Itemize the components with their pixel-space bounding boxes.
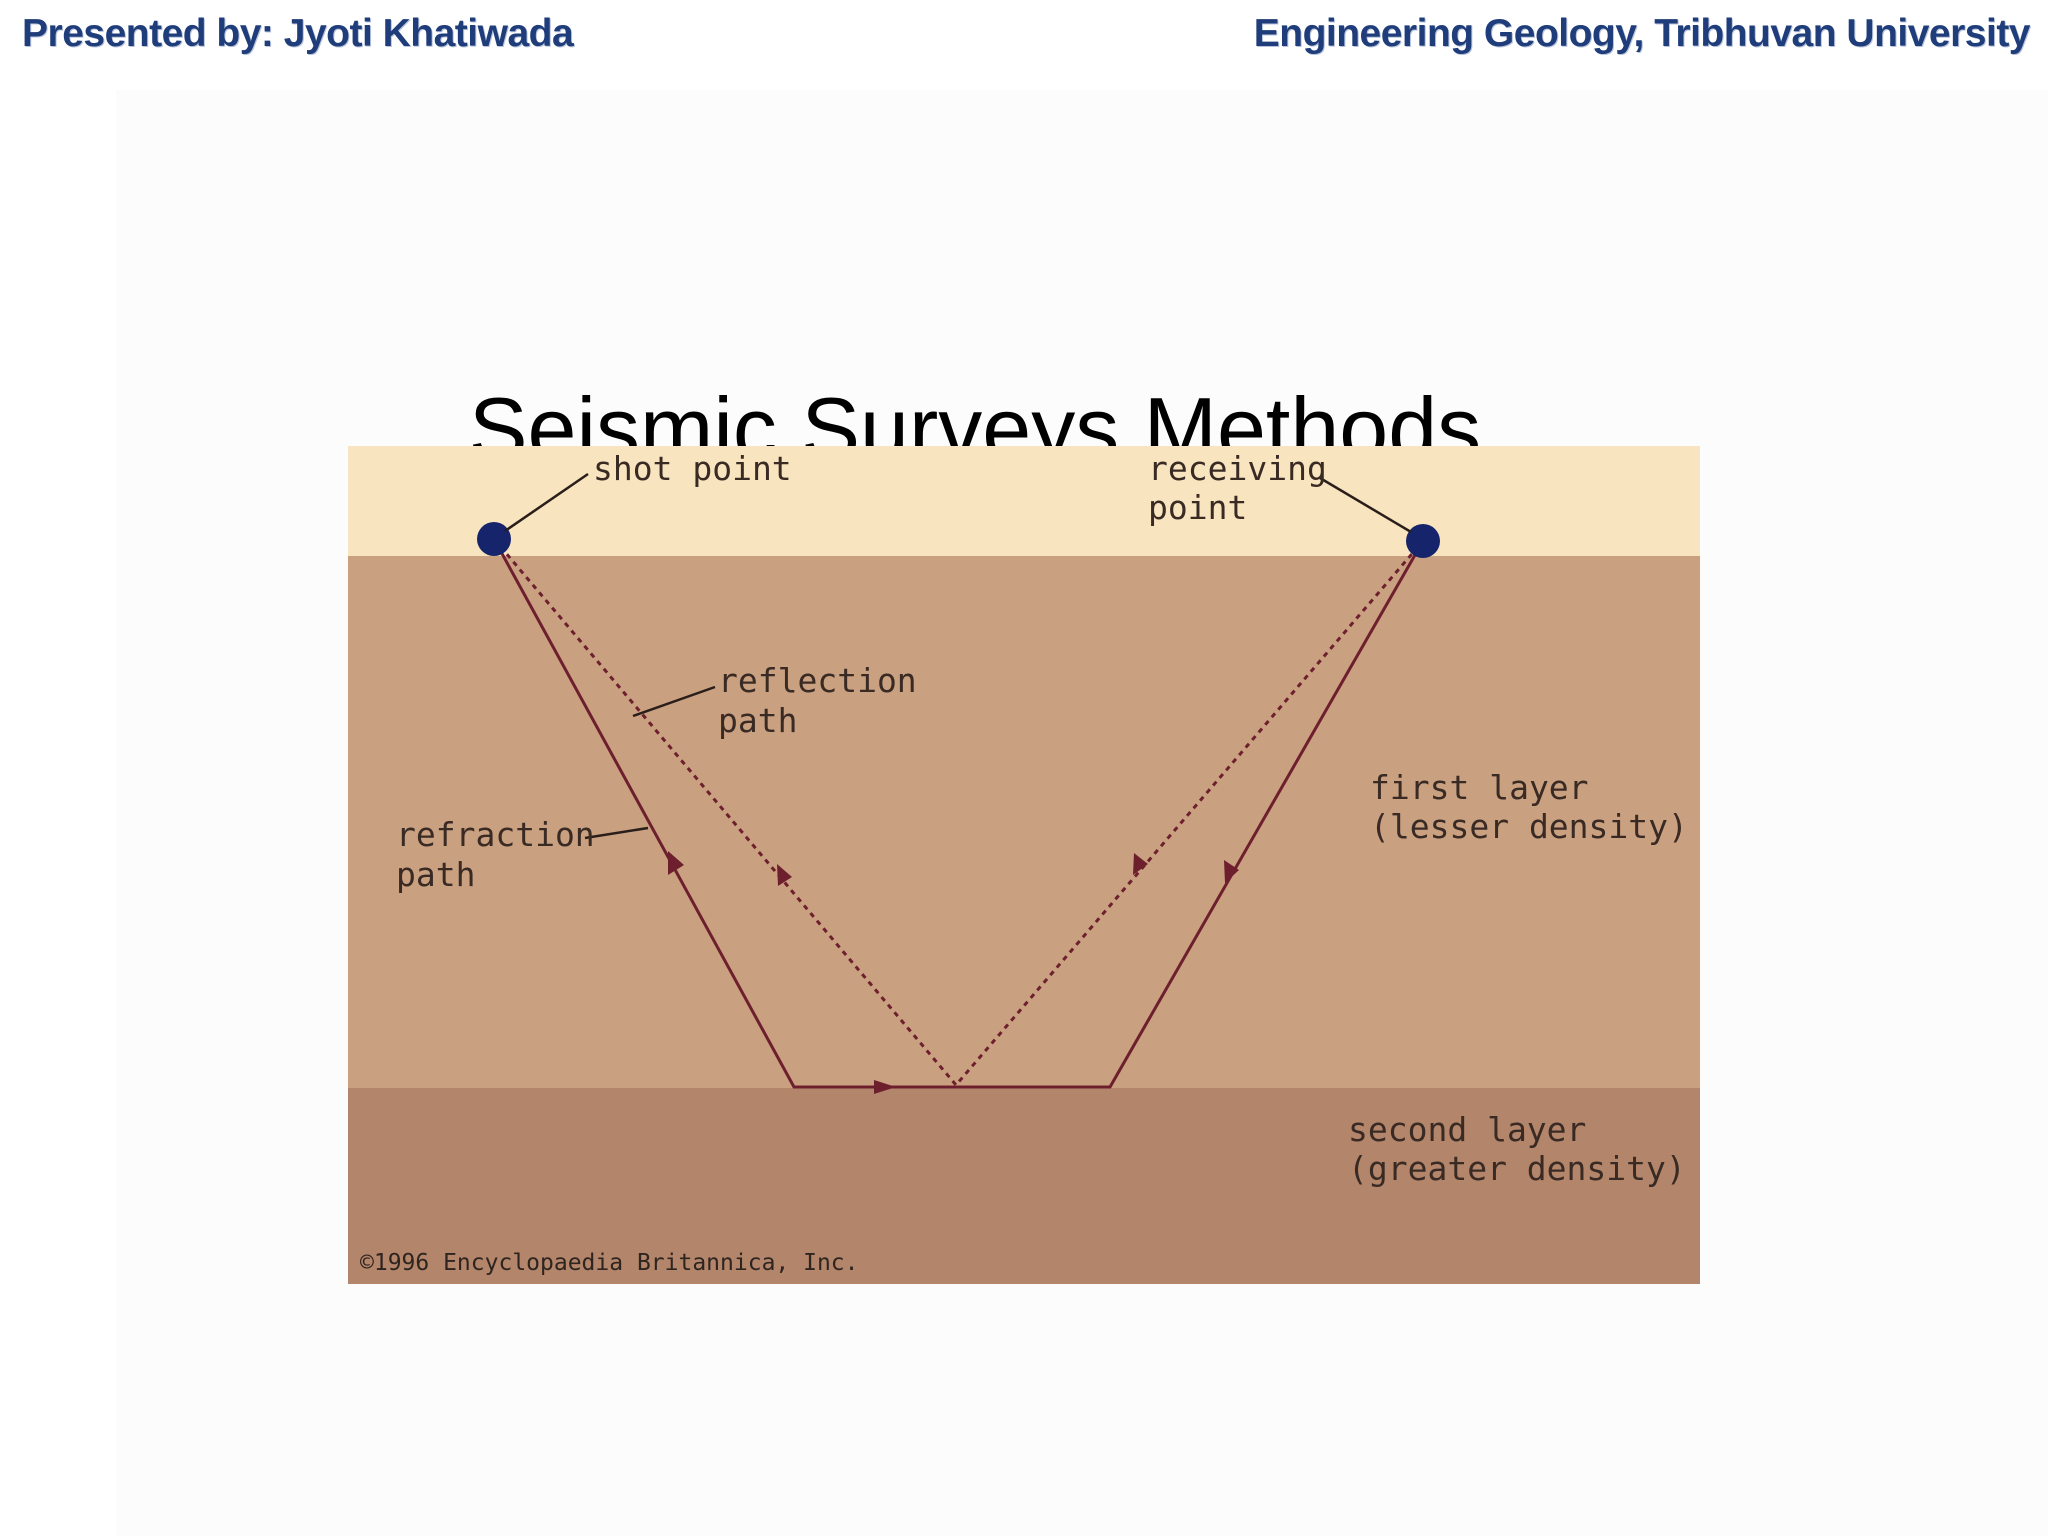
reflection-path-label-line1: reflection xyxy=(718,661,917,700)
shot-point-marker xyxy=(477,522,511,556)
reflection-path-label-line2: path xyxy=(718,701,797,740)
reflection-path xyxy=(492,538,1425,1088)
shot-point-label: shot point xyxy=(593,449,792,488)
reflection-path-leader xyxy=(632,685,716,718)
refraction-horizontal-arrow xyxy=(874,1080,896,1094)
refraction-path-label-line2: path xyxy=(396,855,475,894)
presenter-credit: Presented by: Jyoti Khatiwada xyxy=(22,12,574,55)
receiving-point-label-line1: receiving xyxy=(1148,449,1327,488)
receiving-point-leader xyxy=(1319,476,1412,534)
refraction-path-leader xyxy=(584,826,649,840)
first-layer-label-line1: first layer xyxy=(1370,768,1589,807)
refraction-path xyxy=(492,538,1425,1089)
second-layer-label-line1: second layer xyxy=(1348,1110,1586,1149)
first-layer-label-line2: (lesser density) xyxy=(1370,807,1688,846)
refraction-down-arrow xyxy=(668,851,684,875)
second-layer xyxy=(348,1088,1700,1284)
seismic-diagram: shot point receiving point reflection pa… xyxy=(348,446,1700,1284)
first-layer xyxy=(348,556,1700,1088)
copyright-notice: ©1996 Encyclopaedia Britannica, Inc. xyxy=(360,1250,859,1276)
reflection-down-arrow xyxy=(777,864,792,886)
reflection-up-arrow xyxy=(1133,853,1148,875)
institution-credit: Engineering Geology, Tribhuvan Universit… xyxy=(1253,12,2031,55)
shot-point-leader xyxy=(504,472,589,533)
surface-layer xyxy=(348,446,1700,556)
receiving-point-marker xyxy=(1406,524,1440,558)
second-layer-label-line2: (greater density) xyxy=(1348,1149,1686,1188)
refraction-path-label-line1: refraction xyxy=(396,815,595,854)
refraction-up-arrow xyxy=(1224,860,1239,883)
receiving-point-label-line2: point xyxy=(1148,488,1247,527)
